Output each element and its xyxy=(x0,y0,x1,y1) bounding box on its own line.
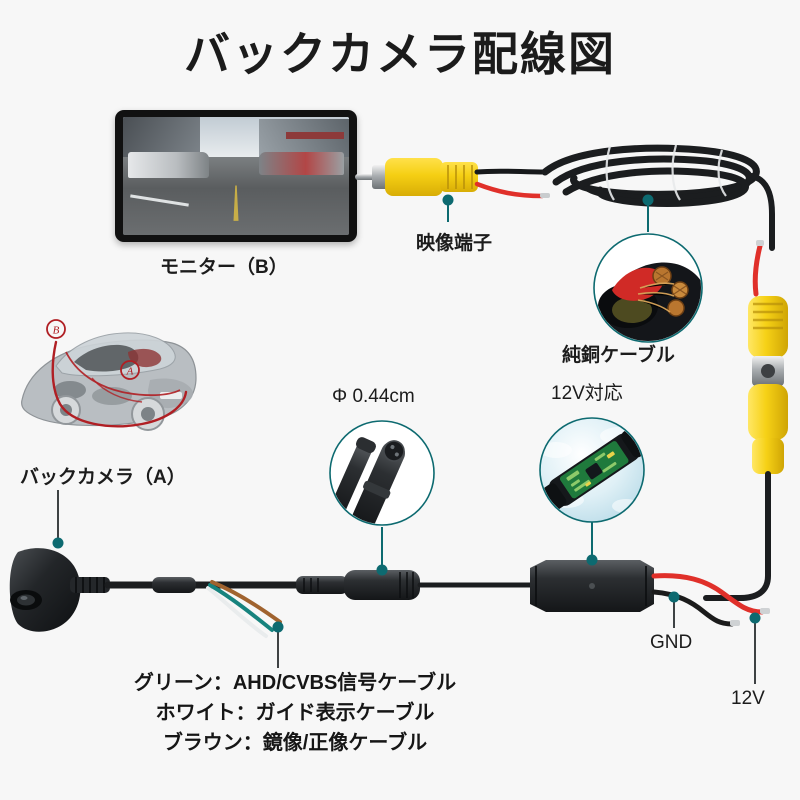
monitor-device xyxy=(115,110,357,242)
copper-cable-label: 純銅ケーブル xyxy=(562,345,675,366)
copper-leader-dot xyxy=(642,194,654,206)
video-rca-connector xyxy=(355,158,550,199)
power-wire-negative xyxy=(651,589,735,627)
rca-coupling-vertical xyxy=(748,296,788,474)
car-cutaway-illustration: B A xyxy=(21,319,197,431)
video-terminal-label: 映像端子 xyxy=(416,233,493,254)
cable-ties xyxy=(605,144,727,201)
voltage-support-label: 12V対応 xyxy=(551,383,623,404)
legend-line-white: ホワイト：ガイド表示ケーブル xyxy=(155,702,435,724)
wire-color-legend: グリーン：AHD/CVBS信号ケーブル ホワイト：ガイド表示ケーブル ブラウン：… xyxy=(0,668,590,758)
legend-line-green: グリーン：AHD/CVBS信号ケーブル xyxy=(133,672,457,694)
function-wires xyxy=(206,580,282,638)
car-marker-a: A xyxy=(126,366,134,378)
power-wire-positive xyxy=(651,573,765,615)
screen-parked-cars-left xyxy=(127,152,209,179)
control-box-detail xyxy=(539,417,645,523)
control-box-device xyxy=(530,560,654,612)
gnd-leader-dot xyxy=(668,591,680,603)
screen-lane-marking xyxy=(233,185,239,221)
right-red-pigtail xyxy=(752,243,763,297)
cable-junction-sleeve xyxy=(152,577,196,593)
diameter-leader-dot xyxy=(376,564,388,576)
v12-label: 12V xyxy=(731,688,765,709)
gnd-label: GND xyxy=(650,632,693,653)
cable-right-bottom-run xyxy=(703,471,771,601)
cable-right-top-run xyxy=(749,173,775,251)
legend-line-brown: ブラウン：鏡像/正像ケーブル xyxy=(162,732,428,754)
v12-leader-dot xyxy=(749,612,761,624)
back-camera-label: バックカメラ（A） xyxy=(20,467,186,488)
monitor-label: モニター（B） xyxy=(160,257,288,278)
screen-awning xyxy=(285,132,345,140)
monitor-screen xyxy=(123,117,349,235)
control-box-leader-dot xyxy=(586,554,598,566)
connector-diameter-detail xyxy=(329,420,435,526)
diameter-label: Φ 0.44cm xyxy=(332,386,415,407)
screen-parked-cars-right xyxy=(258,152,345,175)
back-camera-device xyxy=(9,548,110,632)
car-marker-b: B xyxy=(53,325,60,337)
copper-cable-detail xyxy=(593,233,703,343)
back-camera-leader-dot xyxy=(52,537,64,549)
inline-connector-pair xyxy=(296,570,533,600)
page-title: バックカメラ配線図 xyxy=(184,28,616,80)
video-terminal-leader-dot xyxy=(442,194,454,206)
extension-cable-coil xyxy=(541,144,760,207)
legend-leader-dot xyxy=(272,621,284,633)
